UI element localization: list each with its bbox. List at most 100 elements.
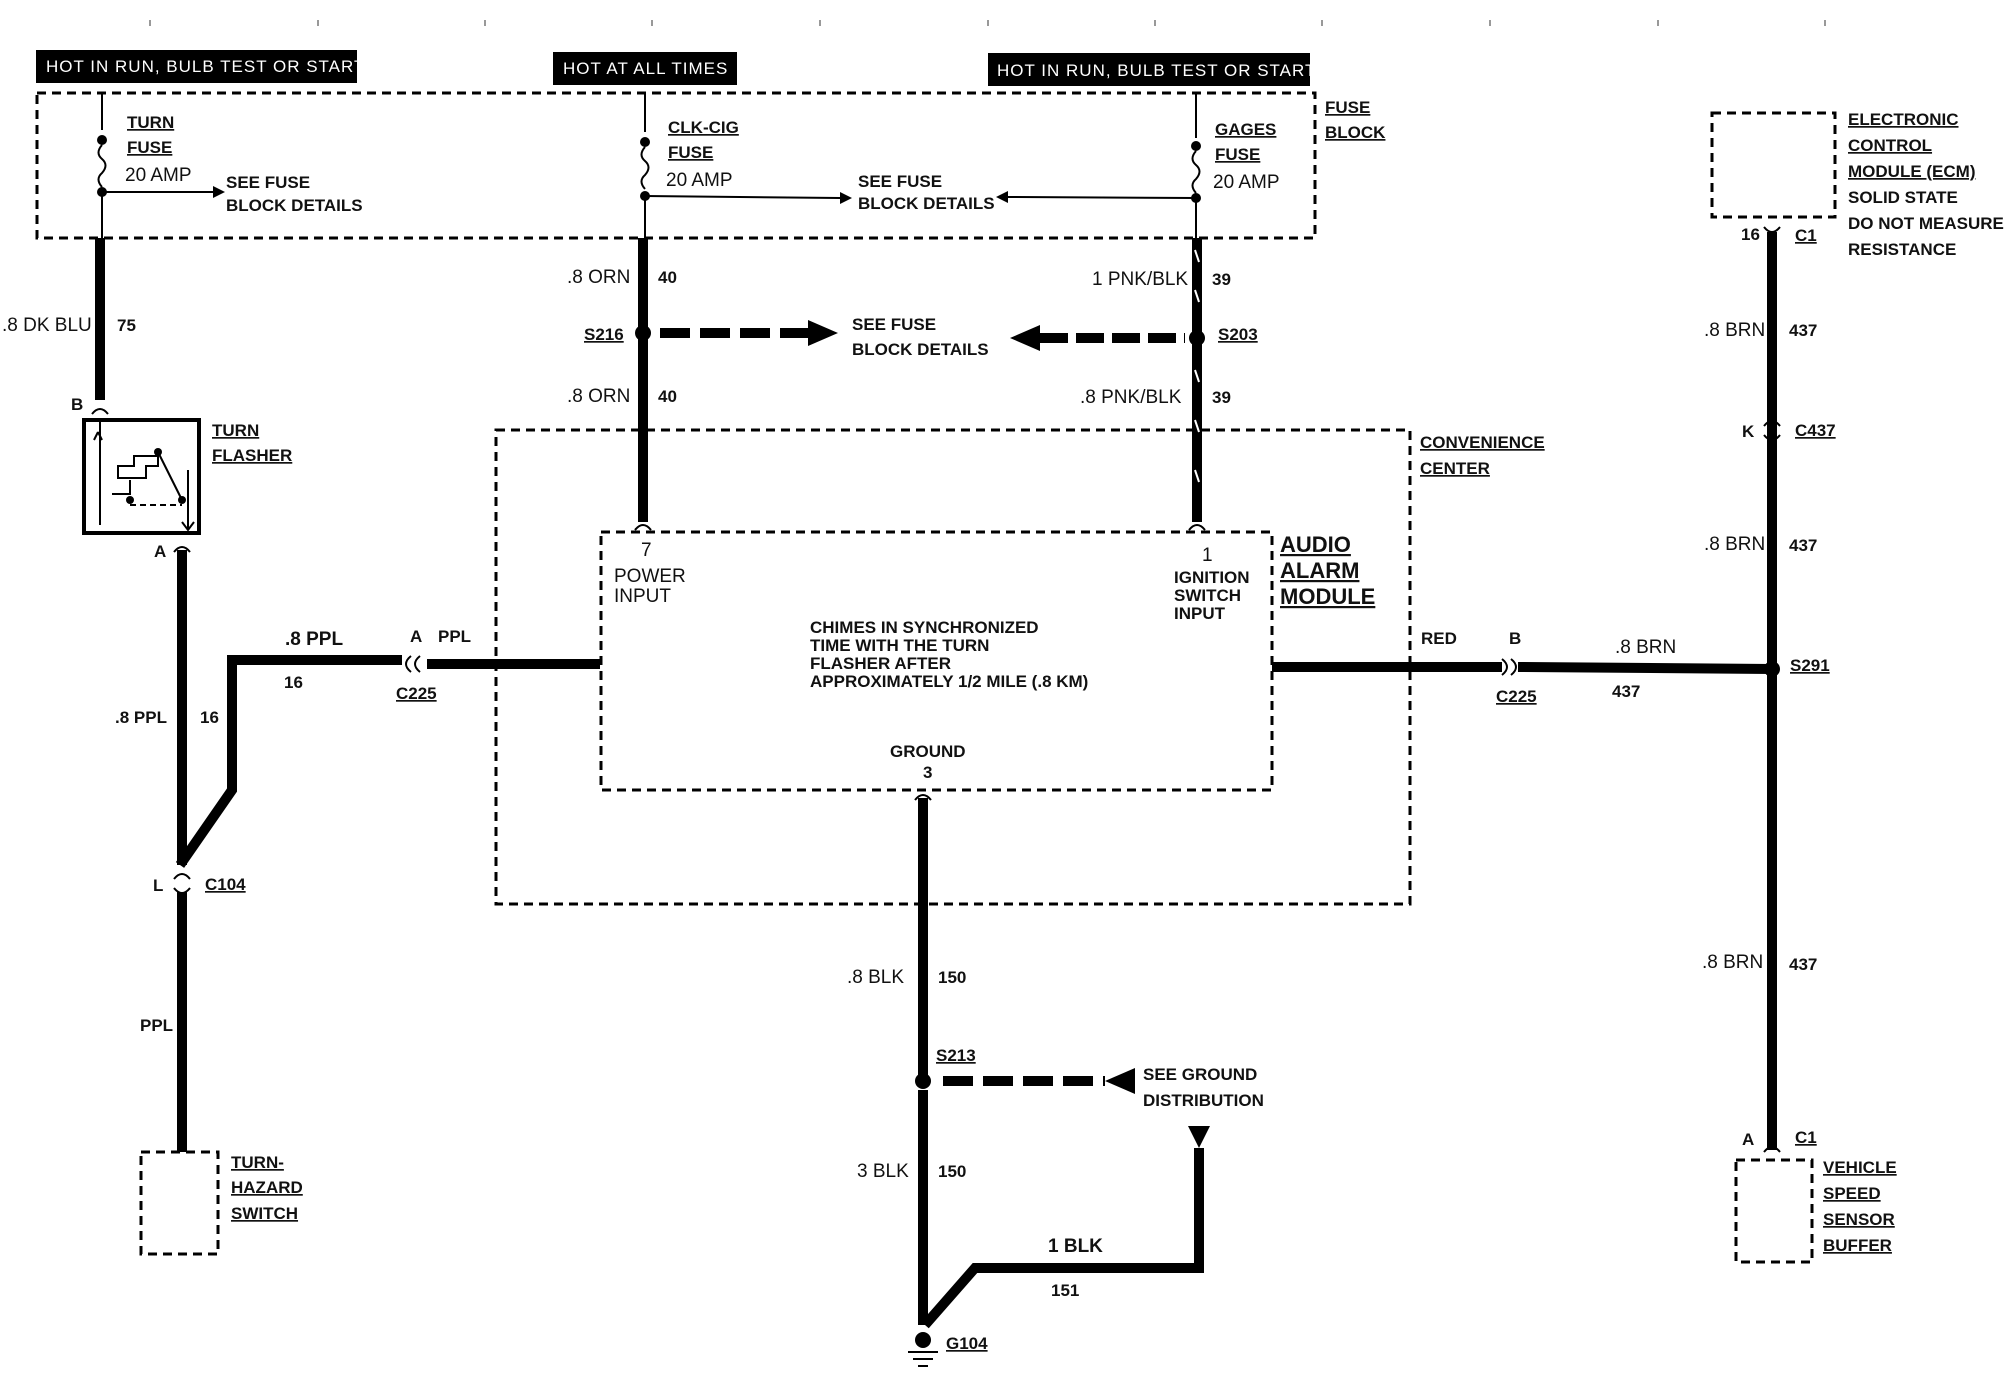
turn-fuse-rating: 20 AMP — [125, 165, 192, 186]
clk-cig-fuse-name-1: CLK-CIG — [668, 118, 739, 137]
wire-blk-151-size: 1 BLK — [1048, 1236, 1103, 1257]
connector-flasher-bottom-icon — [173, 546, 191, 553]
pin7-label-2: INPUT — [614, 586, 671, 607]
wire-brn-1-circuit: 437 — [1789, 321, 1817, 340]
splice-s213-label: S213 — [936, 1046, 976, 1065]
clk-cig-fuse-rating: 20 AMP — [666, 170, 733, 191]
wire-blk-151-circuit: 151 — [1051, 1281, 1079, 1300]
fuse-detail-arrow-1 — [102, 186, 225, 198]
wire-orn-bottom-circuit: 40 — [658, 387, 677, 406]
gages-fuse-name-2: FUSE — [1215, 145, 1260, 164]
c225-right-label: C225 — [1496, 687, 1537, 706]
see-ground-line2: DISTRIBUTION — [1143, 1091, 1264, 1110]
fuse-block-outline — [35, 91, 1317, 240]
splice-s216-dot — [635, 325, 651, 341]
gages-fuse-name-1: GAGES — [1215, 120, 1276, 139]
top-ticks — [149, 20, 1826, 26]
hot-label-right: HOT IN RUN, BULB TEST OR START — [988, 53, 1316, 86]
s216-arrow-head — [808, 320, 838, 346]
s213-arrow-head — [1105, 1068, 1135, 1094]
see-fuse-details-2-line1: SEE FUSE — [858, 172, 942, 191]
wire-brn-h-circuit: 437 — [1612, 682, 1640, 701]
audio-alarm-module-box — [599, 530, 1274, 792]
c225-left-pin: A — [410, 627, 422, 646]
ecm-label-6: RESISTANCE — [1848, 240, 1956, 259]
module-desc-2: TIME WITH THE TURN — [810, 636, 989, 655]
c104-pin: L — [153, 876, 163, 895]
audio-alarm-label-1: AUDIO — [1280, 532, 1351, 557]
ecm-box — [1710, 111, 1837, 219]
c225-right-icon — [1501, 658, 1517, 676]
convenience-center-outline — [494, 428, 1412, 906]
splice-s203-label: S203 — [1218, 325, 1258, 344]
turn-hazard-label-1: TURN- — [231, 1153, 284, 1172]
hot-label-left: HOT IN RUN, BULB TEST OR START — [36, 50, 364, 83]
see-fuse-line1: SEE FUSE — [852, 315, 936, 334]
wire-brn-h-size: .8 BRN — [1615, 637, 1676, 658]
wire-dk-blu-size: .8 DK BLU — [2, 315, 92, 336]
turn-flasher-symbol — [82, 418, 201, 535]
turn-fuse-name-1: TURN — [127, 113, 174, 132]
splice-s213-dot — [915, 1073, 931, 1089]
c1-top-label: C1 — [1795, 226, 1817, 245]
pin3-connector-icon — [914, 794, 932, 801]
wire-brn-3-size: .8 BRN — [1702, 952, 1763, 973]
turn-flasher-label-2: FLASHER — [212, 446, 292, 465]
turn-flasher-label-1: TURN — [212, 421, 259, 440]
ecm-label-4: SOLID STATE — [1848, 188, 1958, 207]
pin7-number: 7 — [641, 540, 652, 561]
see-fuse-line2: BLOCK DETAILS — [852, 340, 989, 359]
audio-alarm-label-2: ALARM — [1280, 558, 1359, 583]
s203-arrow-head — [1010, 325, 1040, 351]
wire-ppl-jog — [175, 655, 402, 868]
wire-blk-150-bottom-circuit: 150 — [938, 1162, 966, 1181]
module-ground-label: GROUND — [890, 742, 966, 761]
wire-brn-horizontal — [1517, 662, 1773, 674]
convenience-center-label-1: CONVENIENCE — [1420, 433, 1545, 452]
wire-pnk-top-circuit: 39 — [1212, 270, 1231, 289]
wire-ppl-lower-size: PPL — [140, 1016, 173, 1035]
module-desc-3: FLASHER AFTER — [810, 654, 951, 673]
module-desc-1: CHIMES IN SYNCHRONIZED — [810, 618, 1039, 637]
wire-orn-bottom-size: .8 ORN — [567, 386, 630, 407]
pin1-label-1: IGNITION — [1174, 568, 1250, 587]
pin7-label-1: POWER — [614, 566, 686, 587]
ecm-label-1: ELECTRONIC — [1848, 110, 1959, 129]
turn-hazard-label-3: SWITCH — [231, 1204, 298, 1223]
c1-top-icon — [1763, 226, 1781, 233]
hot-label-right-text: HOT IN RUN, BULB TEST OR START — [997, 61, 1316, 80]
g104-label: G104 — [946, 1334, 988, 1353]
wire-pnk-blk-stripes — [1194, 249, 1200, 483]
ecm-label-5: DO NOT MEASURE — [1848, 214, 2004, 233]
fuse-detail-arrow-2 — [644, 191, 1197, 204]
clk-cig-fuse-symbol — [640, 94, 650, 238]
wire-dk-blu-circuit: 75 — [117, 316, 136, 335]
c1-bottom-pin: A — [1742, 1130, 1754, 1149]
connector-b-flasher: B — [71, 395, 83, 414]
c104-icon — [173, 873, 191, 894]
wire-blk-151 — [921, 1148, 1204, 1329]
c1-bottom-label: C1 — [1795, 1128, 1817, 1147]
vss-label-1: VEHICLE — [1823, 1158, 1897, 1177]
see-ground-line1: SEE GROUND — [1143, 1065, 1257, 1084]
pin1-label-3: INPUT — [1174, 604, 1226, 623]
wire-blk-150-top-circuit: 150 — [938, 968, 966, 987]
vss-label-4: BUFFER — [1823, 1236, 1892, 1255]
pin1-label-2: SWITCH — [1174, 586, 1241, 605]
ecm-label-2: CONTROL — [1848, 136, 1932, 155]
c437-pin: K — [1742, 422, 1755, 441]
c225-right-pin: B — [1509, 629, 1521, 648]
vss-buffer-box — [1734, 1158, 1814, 1264]
wire-red-size: RED — [1421, 629, 1457, 648]
ground-dist-arrow-head — [1188, 1126, 1210, 1148]
splice-s291-label: S291 — [1790, 656, 1830, 675]
hot-label-center: HOT AT ALL TIMES — [553, 52, 737, 85]
fuse-block-label-2: BLOCK — [1325, 123, 1386, 142]
audio-alarm-label-3: MODULE — [1280, 584, 1375, 609]
c225-left-icon — [405, 655, 421, 673]
ecm-label-3: MODULE (ECM) — [1848, 162, 1975, 181]
fuse-block-label-1: FUSE — [1325, 98, 1370, 117]
wire-brn-1-size: .8 BRN — [1704, 320, 1765, 341]
wire-pnk-bottom-size: .8 PNK/BLK — [1080, 387, 1182, 408]
